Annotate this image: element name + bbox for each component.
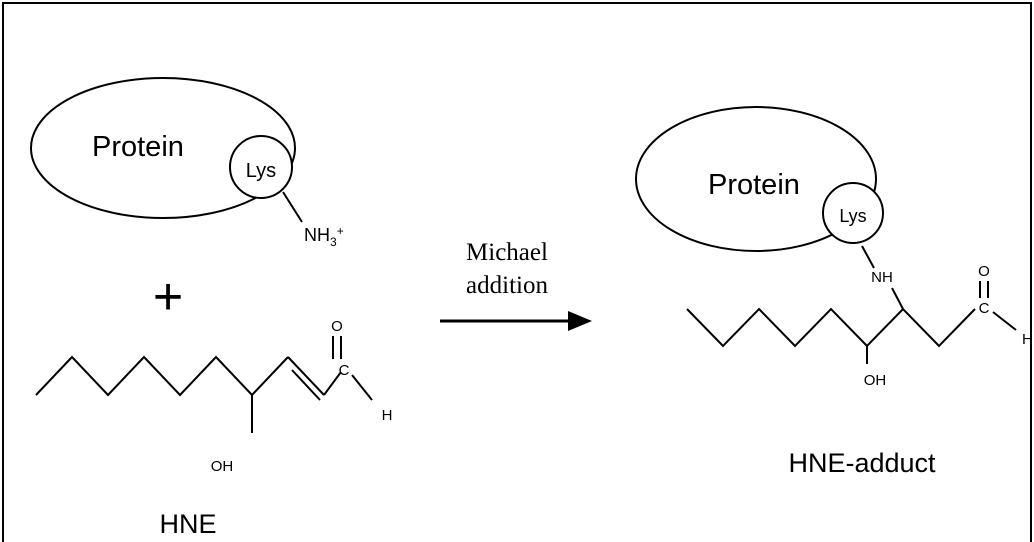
hne-hydroxyl: OH: [211, 458, 234, 475]
product-carbon: C: [979, 300, 990, 317]
hne-alkene-bond: [287, 356, 325, 396]
product-protein-ellipse: [635, 106, 877, 252]
lys-label: Lys: [246, 160, 276, 182]
lys-circle: [229, 135, 293, 199]
product-protein-label: Protein: [708, 169, 800, 201]
hne-name: HNE: [159, 509, 216, 539]
product-name: HNE-adduct: [788, 448, 936, 478]
product-hydrogen: H: [1022, 331, 1033, 348]
hne-carbon: C: [339, 362, 350, 379]
hne-oxygen: O: [331, 318, 343, 335]
plus-sign: +: [153, 268, 183, 326]
amine-group: NH3+: [304, 224, 344, 249]
product-lys-circle: [822, 182, 884, 244]
product-nh-chain-bond: [891, 287, 904, 310]
hne-hydrogen: H: [382, 407, 393, 424]
reaction-arrow-head: [568, 311, 592, 331]
product-amine: NH: [871, 269, 893, 286]
arrow-label-line1: Michael: [466, 239, 548, 266]
protein-ellipse: [30, 77, 296, 219]
arrow-label-line2: addition: [466, 272, 548, 299]
product-oxygen: O: [978, 263, 990, 280]
product-lys-label: Lys: [839, 206, 866, 226]
hne-ch-bond: [351, 374, 373, 401]
lys-amine-bond: [282, 191, 303, 223]
product-ch-bond: [992, 311, 1017, 331]
hne-double-bond-inner: [291, 369, 321, 401]
product-hydroxyl: OH: [864, 372, 887, 389]
protein-label: Protein: [92, 131, 184, 163]
product-chain: [686, 307, 976, 348]
hne-chain: [35, 355, 289, 397]
product-lys-nh-bond: [861, 245, 875, 269]
hne-alkene-aldehyde-bond: [323, 371, 342, 396]
